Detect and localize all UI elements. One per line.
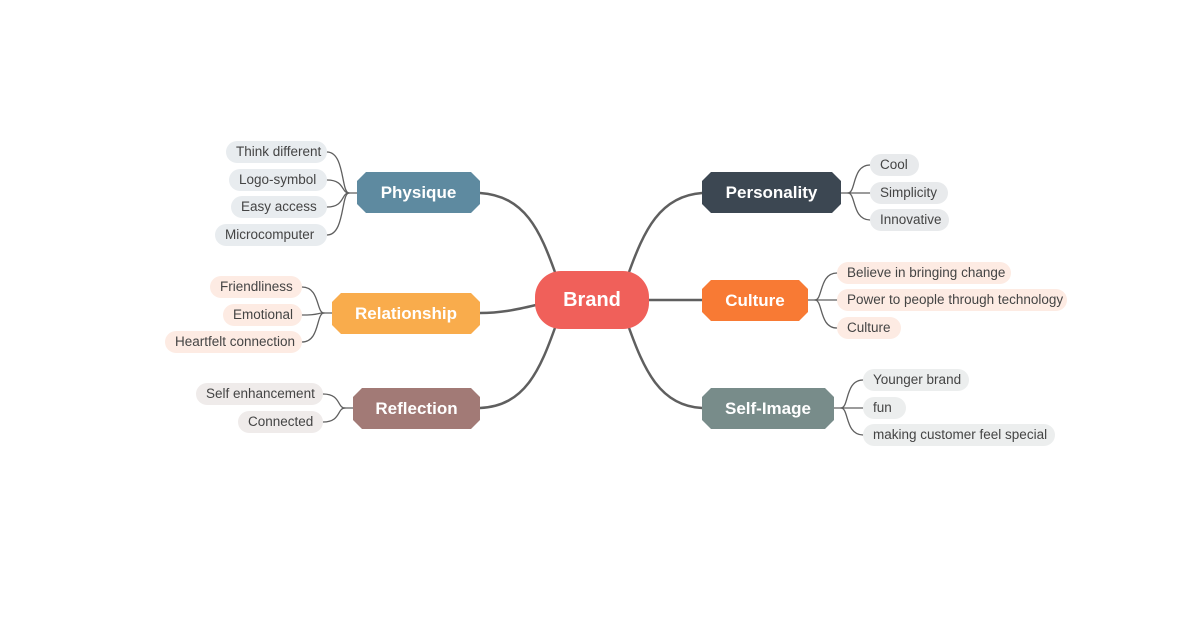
leaf-fun[interactable]: fun [863,397,906,419]
leaf-think-different[interactable]: Think different [226,141,327,163]
bracket-relationship-2 [301,312,325,343]
leaf-simplicity[interactable]: Simplicity [870,182,948,204]
bracket-physique-3 [326,192,350,236]
leaf-microcomputer[interactable]: Microcomputer [215,224,327,246]
branch-node-relationship[interactable]: Relationship [332,293,480,334]
leaf-logo-symbol[interactable]: Logo-symbol [229,169,327,191]
link-brand-relationship [478,303,538,315]
bracket-personality-2 [847,192,871,221]
branch-node-culture[interactable]: Culture [702,280,808,321]
link-brand-reflection [478,323,558,410]
leaf-innovative[interactable]: Innovative [870,209,949,231]
bracket-relationship-0 [301,286,325,314]
leaf-making-customer-feel-special[interactable]: making customer feel special [863,424,1055,446]
link-brand-self-image [626,323,704,410]
center-node-brand[interactable]: Brand [535,271,649,329]
link-brand-physique [478,191,558,277]
bracket-physique-1 [326,179,350,194]
bracket-culture-2 [814,299,838,329]
bracket-culture-0 [814,272,838,301]
leaf-emotional[interactable]: Emotional [223,304,302,326]
leaf-easy-access[interactable]: Easy access [231,196,327,218]
leaf-self-enhancement[interactable]: Self enhancement [196,383,323,405]
bracket-self-image-2 [840,407,864,436]
bracket-reflection-0 [322,393,346,409]
link-brand-personality [626,191,704,277]
leaf-younger-brand[interactable]: Younger brand [863,369,969,391]
bracket-personality-0 [847,164,871,194]
leaf-believe-in-bringing-change[interactable]: Believe in bringing change [837,262,1011,284]
bracket-physique-0 [326,151,350,194]
branch-node-self-image[interactable]: Self-Image [702,388,834,429]
bracket-reflection-1 [322,407,346,423]
leaf-power-to-people[interactable]: Power to people through technology [837,289,1067,311]
branch-node-physique[interactable]: Physique [357,172,480,213]
branch-node-personality[interactable]: Personality [702,172,841,213]
leaf-heartfelt-connection[interactable]: Heartfelt connection [165,331,302,353]
leaf-cool[interactable]: Cool [870,154,919,176]
bracket-self-image-0 [840,379,864,409]
leaf-friendliness[interactable]: Friendliness [210,276,302,298]
branch-node-reflection[interactable]: Reflection [353,388,480,429]
leaf-connected[interactable]: Connected [238,411,323,433]
leaf-culture[interactable]: Culture [837,317,901,339]
